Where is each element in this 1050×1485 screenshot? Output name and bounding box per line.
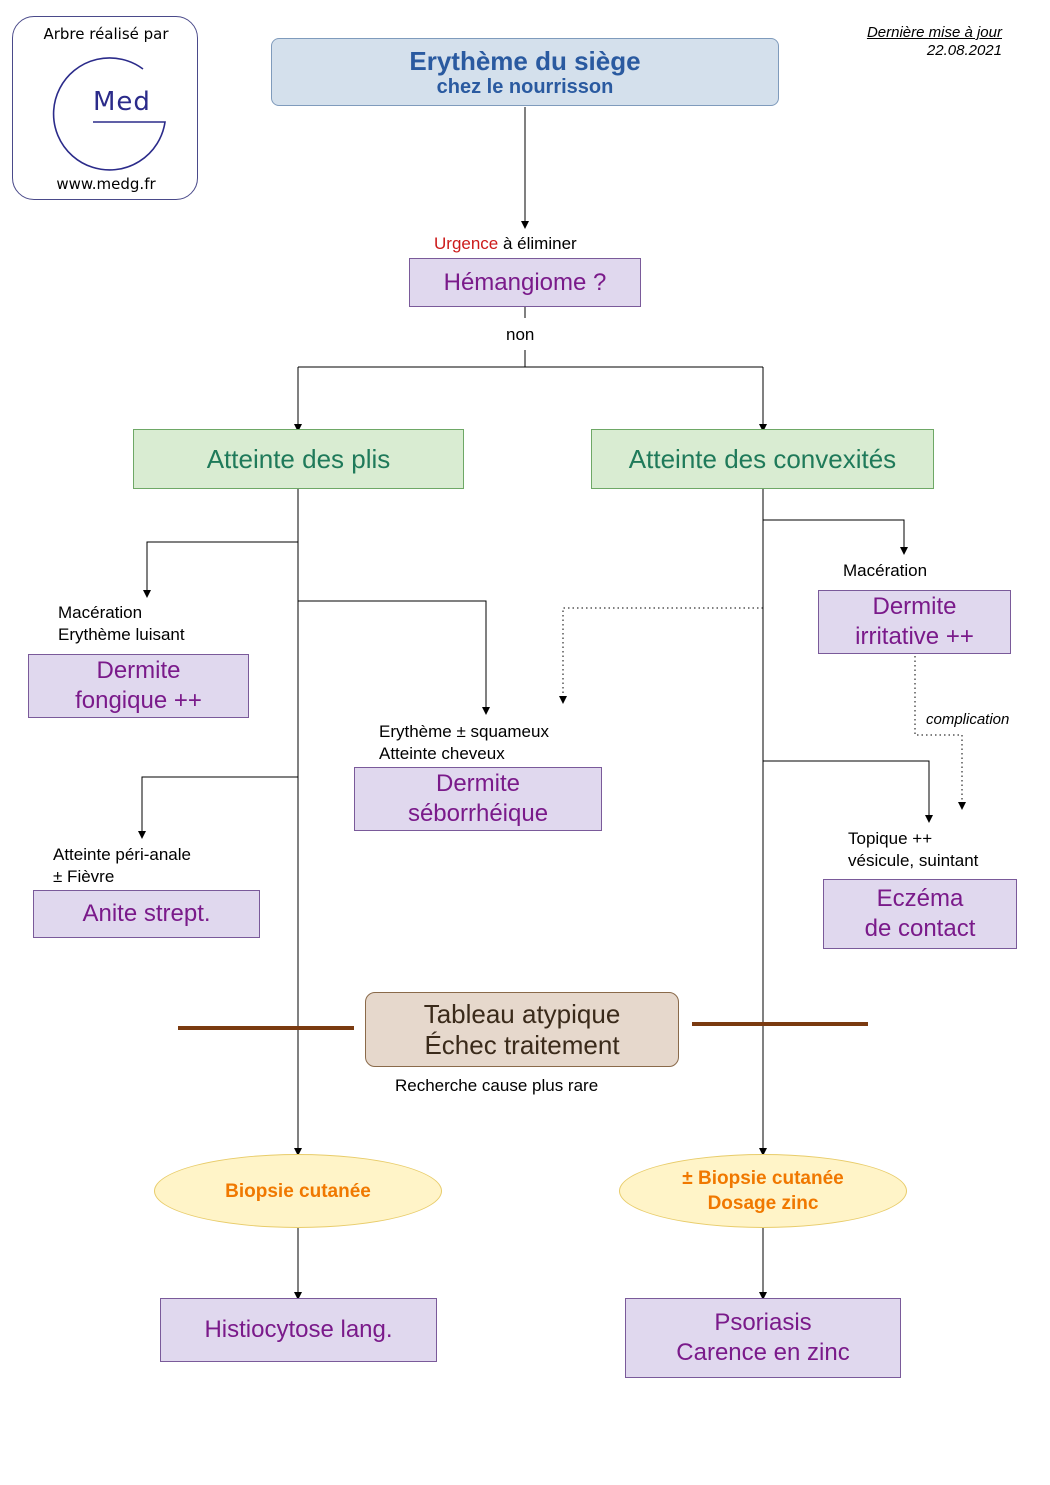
anite-clues: Atteinte péri-anale ± Fièvre — [53, 844, 191, 888]
line-to-seborrheique — [298, 600, 490, 715]
complication-label: complication — [926, 711, 1010, 728]
dotted-complication — [914, 656, 966, 810]
medg-logo[interactable]: Arbre réalisé par Med www.medg.fr — [12, 16, 198, 200]
node-eczema-contact: Eczéma de contact — [823, 879, 1017, 949]
node-dermite-fongique: Dermite fongique ++ — [28, 654, 249, 718]
node-dermite-seborrheique: Dermite séborrhéique — [354, 767, 602, 831]
histiocytose-label: Histiocytose lang. — [204, 1316, 393, 1343]
node-atteinte-plis: Atteinte des plis — [133, 429, 464, 489]
node-tableau-atypique: Tableau atypique Échec traitement — [365, 992, 679, 1067]
fongique-clue-1: Macération — [58, 603, 143, 622]
atypique-caption: Recherche cause plus rare — [395, 1076, 599, 1095]
eczema-clue-1: Topique ++ — [848, 829, 933, 848]
eczema-clues: Topique ++ vésicule, suintant — [848, 828, 978, 872]
title-sub: chez le nourrisson — [436, 76, 614, 98]
hemangiome-label: Hémangiome ? — [443, 268, 607, 296]
line-to-fongique — [143, 541, 298, 598]
line-to-irritative — [763, 519, 908, 555]
seborrheique-clues: Erythème ± squameux Atteinte cheveux — [379, 721, 549, 765]
seborrheique-line-1: Dermite — [435, 770, 520, 797]
irritative-line-1: Dermite — [872, 593, 957, 620]
node-hemangiome: Hémangiome ? — [409, 258, 641, 307]
eczema-line-2: de contact — [864, 915, 976, 942]
node-histiocytose: Histiocytose lang. — [160, 1298, 437, 1362]
node-psoriasis-carence-zinc: Psoriasis Carence en zinc — [625, 1298, 901, 1378]
oval-left-line-1: Biopsie cutanée — [225, 1180, 371, 1202]
g-logo-icon — [52, 57, 166, 171]
urgence-word: Urgence — [434, 234, 499, 253]
irritative-line-2: irritative ++ — [855, 623, 974, 650]
seborrheique-clue-1: Erythème ± squameux — [379, 722, 549, 741]
line-to-anite — [138, 776, 298, 839]
oval-biopsie-cutanee: Biopsie cutanée — [154, 1154, 442, 1228]
node-dermite-irritative: Dermite irritative ++ — [818, 590, 1011, 654]
urgence-rest: à éliminer — [498, 234, 577, 253]
line-to-eczema — [763, 760, 933, 823]
atteinte-plis-label: Atteinte des plis — [206, 443, 391, 474]
fongique-line-2: fongique ++ — [75, 687, 202, 714]
seborrheique-clue-2: Atteinte cheveux — [379, 744, 505, 763]
oval-right-line-2: Dosage zinc — [707, 1193, 819, 1214]
anite-clue-2: ± Fièvre — [53, 867, 115, 886]
last-update: Dernière mise à jour 22.08.2021 — [867, 24, 1002, 60]
atteinte-convexites-label: Atteinte des convexités — [628, 443, 897, 474]
psoriasis-line-1: Psoriasis — [714, 1309, 812, 1336]
eczema-clue-2: vésicule, suintant — [848, 851, 979, 870]
oval-right-line-1: ± Biopsie cutanée — [682, 1168, 844, 1189]
non-label: non — [506, 325, 535, 344]
dotted-to-seborrheique — [559, 607, 763, 704]
fongique-clues: Macération Erythème luisant — [58, 602, 185, 646]
fongique-line-1: Dermite — [96, 657, 181, 684]
eczema-line-1: Eczéma — [876, 885, 964, 912]
irritative-clue: Macération — [843, 561, 928, 580]
atypique-line-2: Échec traitement — [424, 1029, 620, 1060]
title-main: Erythème du siège — [409, 46, 641, 76]
atypique-line-1: Tableau atypique — [423, 998, 621, 1029]
node-anite-strept: Anite strept. — [33, 890, 260, 938]
last-update-label: Dernière mise à jour — [866, 24, 1002, 41]
last-update-date: 22.08.2021 — [926, 42, 1002, 59]
logo-url: www.medg.fr — [56, 175, 156, 193]
seborrheique-line-2: séborrhéique — [407, 800, 549, 827]
diagram-title: Erythème du siège chez le nourrisson — [271, 38, 779, 106]
logo-credit-text: Arbre réalisé par — [43, 25, 169, 43]
fongique-clue-2: Erythème luisant — [58, 625, 185, 644]
node-atteinte-convexites: Atteinte des convexités — [591, 429, 934, 489]
logo-word: Med — [93, 87, 151, 117]
anite-line-1: Anite strept. — [82, 900, 211, 927]
psoriasis-line-2: Carence en zinc — [676, 1339, 850, 1366]
anite-clue-1: Atteinte péri-anale — [53, 845, 191, 864]
oval-biopsie-dosage-zinc: ± Biopsie cutanée Dosage zinc — [619, 1154, 907, 1228]
urgence-label: Urgence à éliminer — [434, 233, 577, 255]
